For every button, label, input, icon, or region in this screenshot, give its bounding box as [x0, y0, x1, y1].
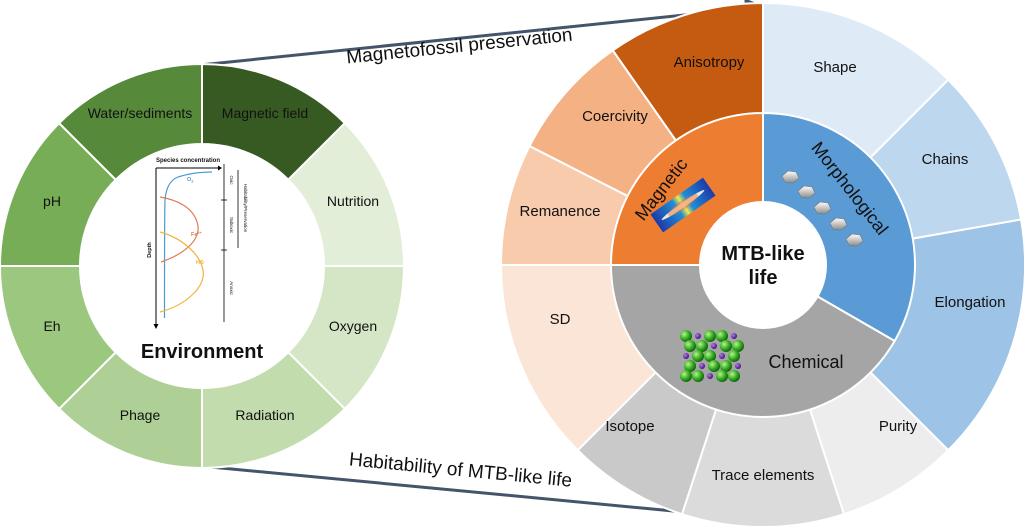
- mtb-center-line1: MTB-like: [721, 243, 804, 265]
- mtb-center-line2: life: [749, 267, 778, 289]
- magnetic-map-image: [650, 177, 716, 233]
- lattice-atom-green: [692, 350, 704, 362]
- o2-curve: [163, 171, 213, 319]
- profile-depth-axis-head: [153, 324, 159, 329]
- outer-label-purity: Purity: [879, 418, 918, 435]
- segment-label-ph: pH: [43, 193, 61, 209]
- zone-oxic-label: Oxic: [229, 176, 234, 186]
- outer-label-shape: Shape: [813, 59, 856, 76]
- segment-label-phage: Phage: [120, 407, 161, 423]
- lattice-atom-purple: [699, 363, 705, 369]
- lattice-atom-green: [728, 350, 740, 362]
- environment-ring: [0, 62, 406, 470]
- lattice-atom-purple: [711, 343, 717, 349]
- segment-label-eh: Eh: [43, 318, 60, 334]
- inner-label-chemical: Chemical: [768, 352, 843, 372]
- lattice-atom-green: [708, 360, 720, 372]
- lattice-atom-purple: [683, 353, 689, 359]
- outer-label-elongation: Elongation: [935, 294, 1006, 311]
- outer-label-isotope: Isotope: [605, 418, 654, 435]
- lattice-atom-green: [720, 360, 732, 372]
- fe-curve: [159, 196, 199, 263]
- lattice-atom-green: [692, 370, 704, 382]
- lattice-atom-green: [696, 340, 708, 352]
- lattice-atom-green: [704, 330, 716, 342]
- environment-labels: Water/sediments Magnetic field Nutrition…: [43, 105, 379, 423]
- zone-suboxic-label: Suboxic: [229, 217, 234, 234]
- lattice-atom-green: [720, 340, 732, 352]
- segment-label-water-sediments: Water/sediments: [88, 105, 193, 121]
- crystal-lattice-image: [680, 330, 744, 382]
- lattice-atom-purple: [735, 363, 741, 369]
- bottom-caption: Habitability of MTB-like life: [348, 449, 573, 491]
- lattice-atom-green: [704, 350, 716, 362]
- mtb-center-circle: [699, 201, 827, 329]
- lattice-atom-purple: [719, 353, 725, 359]
- segment-ph: [57, 62, 203, 182]
- outer-label-anisotropy: Anisotropy: [674, 54, 745, 71]
- zone-anoxic-label: Anoxic: [229, 281, 234, 295]
- outer-label-sd: SD: [550, 311, 571, 328]
- lattice-atom-green: [680, 330, 692, 342]
- outer-label-trace-elements: Trace elements: [712, 467, 815, 484]
- fe-label: Fe2+: [191, 230, 203, 238]
- lattice-atom-green: [680, 370, 692, 382]
- lattice-atom-green: [716, 370, 728, 382]
- lattice-atom-green: [728, 370, 740, 382]
- segment-label-nutrition: Nutrition: [327, 193, 379, 209]
- segment-label-radiation: Radiation: [235, 407, 294, 423]
- outer-label-chains: Chains: [922, 151, 969, 168]
- hs-label: HS-: [196, 258, 206, 266]
- habitability-range-label: Habitability/Preservation: [243, 184, 248, 233]
- profile-x-axis-head: [218, 165, 222, 171]
- segment-label-oxygen: Oxygen: [329, 318, 377, 334]
- hs-curve: [159, 231, 204, 313]
- depth-profile-inset: Species concentration Depth O2 Fe2+ HS- …: [147, 158, 248, 329]
- lattice-atom-green: [732, 340, 744, 352]
- top-arrow: [199, 0, 767, 67]
- lattice-atom-green: [684, 360, 696, 372]
- outer-label-coercivity: Coercivity: [582, 108, 648, 125]
- mtb-outer-labels: Anisotropy Shape Chains Elongation Purit…: [520, 54, 1006, 484]
- o2-label: O2: [187, 177, 194, 184]
- lattice-atom-green: [684, 340, 696, 352]
- lattice-atom-green: [716, 330, 728, 342]
- profile-depth-label: Depth: [147, 242, 153, 258]
- segment-label-magnetic-field: Magnetic field: [222, 105, 308, 121]
- lattice-atom-purple: [707, 373, 713, 379]
- mtb-outer-ring: [499, 1, 1024, 527]
- lattice-atom-purple: [731, 333, 737, 339]
- outer-label-remanence: Remanence: [520, 203, 601, 220]
- environment-title: Environment: [141, 341, 264, 363]
- magnetosome-chain-image: [781, 170, 864, 247]
- lattice-atom-purple: [695, 333, 701, 339]
- profile-top-label: Species concentration: [156, 158, 220, 164]
- top-caption: Magnetofossil preservation: [345, 25, 573, 69]
